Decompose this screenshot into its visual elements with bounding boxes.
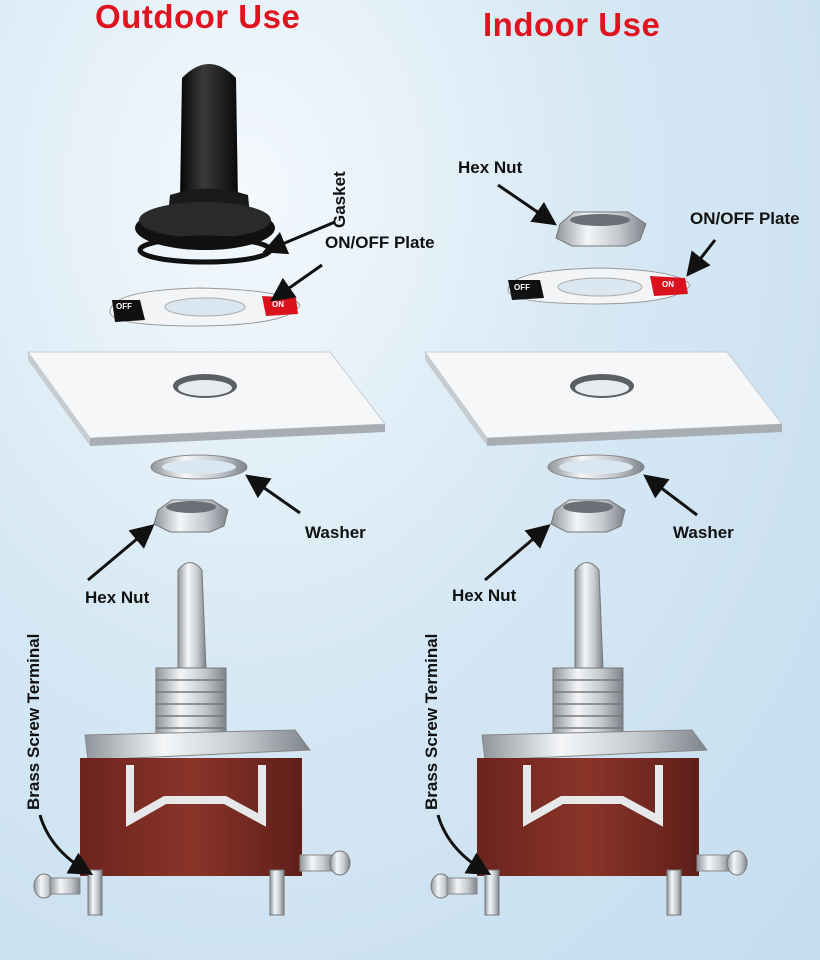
indoor-hex-nut-label: Hex Nut <box>452 586 517 605</box>
outdoor-brass-terminal-label: Brass Screw Terminal <box>24 633 43 810</box>
indoor-use-title: Indoor Use <box>483 6 661 43</box>
outdoor-onoff-plate-label: ON/OFF Plate <box>325 233 435 252</box>
indoor-brass-terminal-label: Brass Screw Terminal <box>422 633 441 810</box>
indoor-switch-assembly <box>425 211 782 915</box>
outdoor-plate-off-text: OFF <box>116 302 132 311</box>
indoor-plate-off-text: OFF <box>514 283 530 292</box>
outdoor-washer-label: Washer <box>305 523 366 542</box>
indoor-plate-on-text: ON <box>662 280 674 289</box>
indoor-washer-label: Washer <box>673 523 734 542</box>
outdoor-switch-assembly <box>28 64 385 915</box>
indoor-top-hex-nut-label: Hex Nut <box>458 158 523 177</box>
gasket-label: Gasket <box>330 171 349 228</box>
callout-arrows <box>38 183 717 876</box>
outdoor-use-title: Outdoor Use <box>95 0 301 35</box>
outdoor-hex-nut-label: Hex Nut <box>85 588 150 607</box>
indoor-onoff-plate-label: ON/OFF Plate <box>690 209 800 228</box>
outdoor-plate-on-text: ON <box>272 300 284 309</box>
